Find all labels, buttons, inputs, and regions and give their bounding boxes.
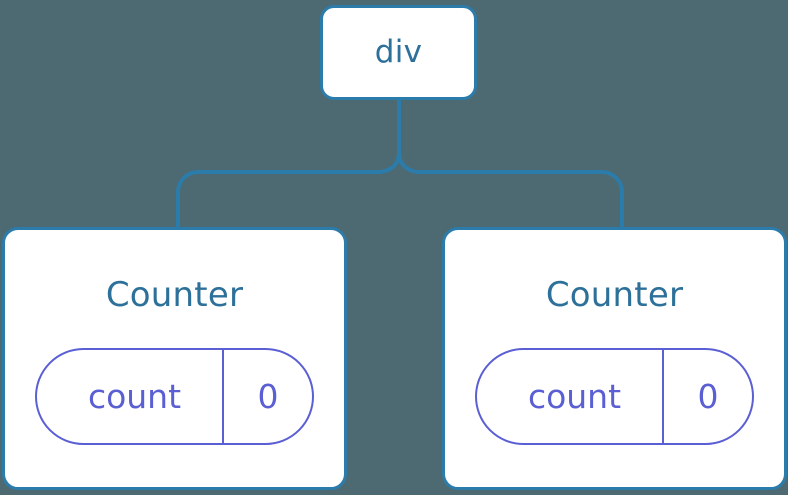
state-value-0: 0 bbox=[222, 350, 312, 443]
connector-branch-left bbox=[176, 151, 401, 229]
node-counter-1-label: Counter bbox=[545, 275, 684, 315]
node-counter-1[interactable]: Counter count 0 bbox=[442, 227, 787, 490]
state-value-1: 0 bbox=[662, 350, 752, 443]
state-key-1: count bbox=[527, 377, 622, 416]
connector-branch-right bbox=[397, 151, 624, 229]
state-pill-1[interactable]: count 0 bbox=[475, 348, 754, 445]
state-key-0: count bbox=[87, 377, 182, 416]
state-pill-0[interactable]: count 0 bbox=[35, 348, 314, 445]
node-counter-0[interactable]: Counter count 0 bbox=[2, 227, 347, 490]
node-counter-0-label: Counter bbox=[105, 275, 244, 315]
node-div-label: div bbox=[374, 34, 423, 70]
node-div[interactable]: div bbox=[320, 5, 477, 100]
